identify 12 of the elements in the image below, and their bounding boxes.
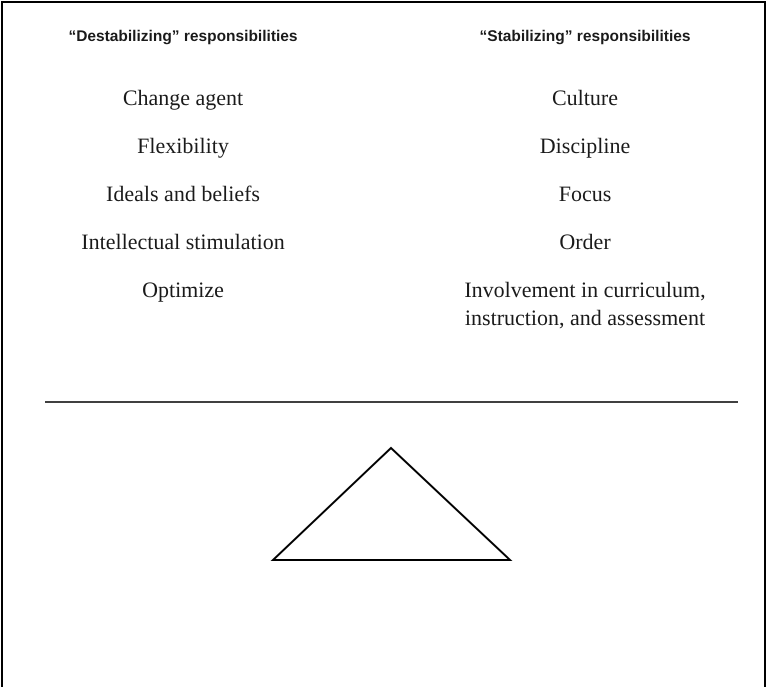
list-item: Focus (558, 180, 612, 208)
column-heading: “Stabilizing” responsibilities (478, 28, 692, 46)
list-item: Flexibility (136, 132, 230, 160)
list-item: Discipline (538, 132, 632, 160)
list-item: Intellectual stimulation (80, 228, 286, 256)
list-item: Ideals and beliefs (105, 180, 261, 208)
list-item: Change agent (122, 84, 244, 112)
list-item: Optimize (141, 276, 225, 304)
list-item: Culture (551, 84, 619, 112)
column-heading: “Destabilizing” responsibilities (67, 28, 299, 46)
list-item: Involvement in curriculum, instruction, and assessment (463, 276, 707, 332)
list-item: Order (558, 228, 612, 256)
